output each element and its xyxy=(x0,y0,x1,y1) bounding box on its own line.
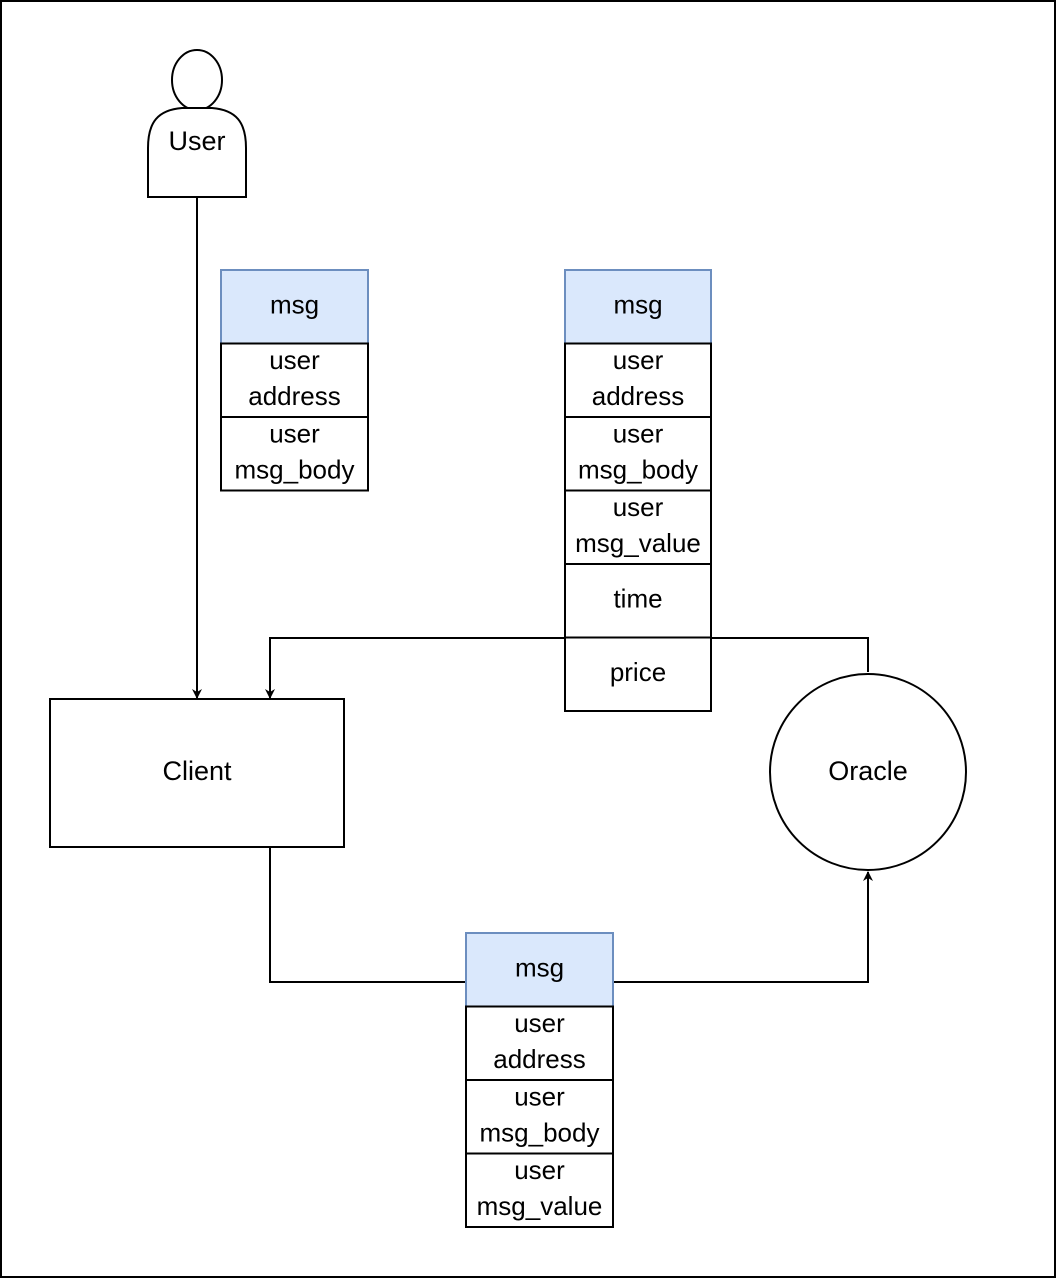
msg-field-label: user xyxy=(514,1008,565,1038)
msg-header-label: msg xyxy=(270,290,319,320)
msg-header-label: msg xyxy=(613,290,662,320)
oracle-node[interactable]: Oracle xyxy=(769,673,967,871)
msg-header-cell xyxy=(465,932,614,1008)
msg-field-label: address xyxy=(592,381,685,411)
msg-field-cell xyxy=(564,489,712,565)
client-box xyxy=(49,698,345,848)
oracle-label: Oracle xyxy=(828,756,908,786)
msg-field-label: user xyxy=(514,1082,565,1112)
msg-field-label: msg_body xyxy=(480,1118,600,1148)
msg-header-label: msg xyxy=(515,953,564,983)
client-label: Client xyxy=(162,756,232,786)
msg-field-label: user xyxy=(613,345,664,375)
msg-field-label: msg_value xyxy=(575,528,701,558)
msg-field-cell xyxy=(465,1152,614,1228)
msg-field-label: time xyxy=(613,584,662,614)
msg-table-user-to-client[interactable]: msg user address user msg_body xyxy=(220,269,369,492)
msg-field-label: msg_value xyxy=(477,1191,603,1221)
msg-table-oracle-to-client[interactable]: msguseraddressusermsg_bodyusermsg_valuet… xyxy=(564,269,712,712)
msg-field-label: user xyxy=(269,345,320,375)
msg-field-label: msg_body xyxy=(235,455,355,485)
client-node[interactable]: Client xyxy=(49,698,345,848)
msg-field-cell xyxy=(564,416,712,492)
msg-field-cell xyxy=(220,416,369,492)
msg-field-label: user xyxy=(613,492,664,522)
msg-field-label: address xyxy=(248,381,341,411)
user-actor-head xyxy=(171,49,223,111)
msg-field-label: address xyxy=(493,1044,586,1074)
msg-field-label: user xyxy=(514,1155,565,1185)
msg-field-label: price xyxy=(610,657,666,687)
user-actor[interactable]: User xyxy=(147,49,247,198)
msg-field-cell xyxy=(220,342,369,418)
msg-field-label: msg_body xyxy=(578,455,698,485)
msg-field-cell xyxy=(564,563,712,639)
msg-field-cell xyxy=(465,1079,614,1155)
user-actor-label: User xyxy=(168,126,225,156)
user-actor-body xyxy=(147,107,247,198)
msg-header-cell xyxy=(564,269,712,345)
oracle-circle xyxy=(769,673,967,871)
msg-field-cell xyxy=(564,636,712,712)
msg-field-label: user xyxy=(613,419,664,449)
msg-field-label: user xyxy=(269,419,320,449)
